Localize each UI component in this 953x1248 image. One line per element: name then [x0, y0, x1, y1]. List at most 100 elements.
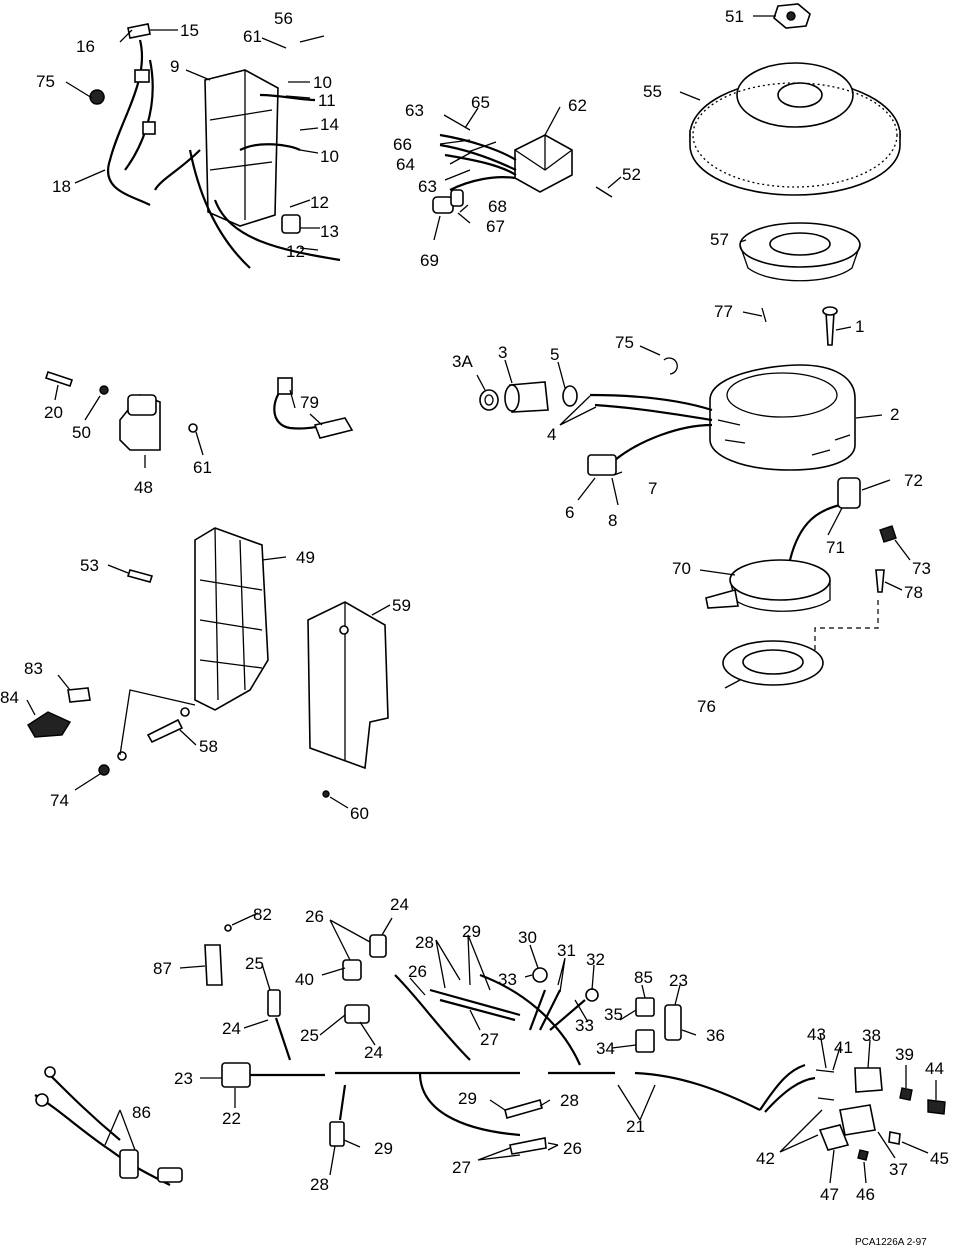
callout-63: 63	[405, 101, 424, 120]
callout-12b: 12	[286, 242, 305, 261]
callout-21: 21	[626, 1117, 645, 1136]
ground-wire-drawing	[34, 1066, 183, 1186]
callout-3: 3	[498, 343, 507, 362]
callout-35: 35	[604, 1005, 623, 1024]
callout-14: 14	[320, 115, 339, 134]
callout-48: 48	[134, 478, 153, 497]
callout-26c: 26	[563, 1139, 582, 1158]
callout-3a: 3A	[452, 352, 473, 371]
callout-38: 38	[862, 1026, 881, 1045]
callout-9: 9	[170, 57, 179, 76]
callout-75: 75	[36, 72, 55, 91]
callout-27: 27	[480, 1030, 499, 1049]
flywheel-drawing	[689, 62, 901, 196]
screw-drawing	[761, 306, 838, 346]
callout-15: 15	[180, 21, 199, 40]
callout-41: 41	[834, 1038, 853, 1057]
callout-2: 2	[890, 405, 899, 424]
callout-87: 87	[153, 959, 172, 978]
callout-50: 50	[72, 423, 91, 442]
callout-29b: 29	[458, 1089, 477, 1108]
callout-32: 32	[586, 950, 605, 969]
callout-66: 66	[393, 135, 412, 154]
callout-86: 86	[132, 1103, 151, 1122]
callout-4: 4	[547, 425, 556, 444]
callout-16: 16	[76, 37, 95, 56]
callout-83: 83	[24, 659, 43, 678]
callout-69: 69	[420, 251, 439, 270]
callout-64: 64	[396, 155, 415, 174]
callout-43: 43	[807, 1025, 826, 1044]
callout-68: 68	[488, 197, 507, 216]
ignition-coil-assembly-drawing	[89, 23, 341, 269]
callout-22: 22	[222, 1109, 241, 1128]
callout-7: 7	[648, 479, 657, 498]
callout-1: 1	[855, 317, 864, 336]
callout-34: 34	[596, 1039, 615, 1058]
stator-drawing	[587, 364, 856, 476]
callout-20: 20	[44, 403, 63, 422]
callout-79: 79	[300, 393, 319, 412]
small-hardware-drawing	[27, 687, 196, 776]
callout-58: 58	[199, 737, 218, 756]
callout-60: 60	[350, 804, 369, 823]
callout-40: 40	[295, 970, 314, 989]
callout-10b: 10	[320, 147, 339, 166]
callout-77: 77	[714, 302, 733, 321]
callout-24: 24	[390, 895, 409, 914]
callout-10: 10	[313, 73, 332, 92]
callout-53: 53	[80, 556, 99, 575]
callout-26: 26	[305, 907, 324, 926]
nut-drawing	[773, 3, 811, 29]
callout-29: 29	[462, 922, 481, 941]
callout-28b: 28	[560, 1091, 579, 1110]
figure-tag: PCA1226A 2-97	[855, 1237, 927, 1248]
callout-39: 39	[895, 1045, 914, 1064]
callout-13: 13	[320, 222, 339, 241]
callout-57: 57	[710, 230, 729, 249]
callout-18: 18	[52, 177, 71, 196]
callout-5: 5	[550, 345, 559, 364]
callout-46: 46	[856, 1185, 875, 1204]
callout-78: 78	[904, 583, 923, 602]
rectifier-drawing	[432, 133, 613, 214]
callout-47: 47	[820, 1185, 839, 1204]
callout-63b: 63	[418, 177, 437, 196]
callout-85: 85	[634, 968, 653, 987]
leader-lines	[26, 15, 937, 1184]
callout-61: 61	[243, 27, 262, 46]
callout-84: 84	[0, 688, 19, 707]
connector-housing-drawing	[479, 357, 678, 413]
callout-67: 67	[486, 217, 505, 236]
callout-72: 72	[904, 471, 923, 490]
bracket-drawing	[126, 527, 269, 711]
callouts: 15 16 56 61 75 9 10 11 14 10 18 12 13 12…	[0, 7, 949, 1248]
callout-51: 51	[725, 7, 744, 26]
callout-42: 42	[756, 1149, 775, 1168]
callout-82: 82	[253, 905, 272, 924]
callout-25b: 25	[300, 1026, 319, 1045]
callout-6: 6	[565, 503, 574, 522]
callout-52: 52	[622, 165, 641, 184]
callout-28c: 28	[310, 1175, 329, 1194]
callout-27b: 27	[452, 1158, 471, 1177]
cover-drawing	[307, 601, 389, 798]
callout-44: 44	[925, 1059, 944, 1078]
stator-plate-drawing	[739, 222, 861, 282]
callout-12: 12	[310, 193, 329, 212]
callout-71: 71	[826, 538, 845, 557]
callout-24c: 24	[364, 1043, 383, 1062]
callout-33: 33	[498, 970, 517, 989]
callout-65: 65	[471, 93, 490, 112]
callout-76: 76	[697, 697, 716, 716]
callout-36: 36	[706, 1026, 725, 1045]
callout-75b: 75	[615, 333, 634, 352]
callout-45: 45	[930, 1149, 949, 1168]
callout-31: 31	[557, 941, 576, 960]
callout-74: 74	[50, 791, 69, 810]
callout-70: 70	[672, 559, 691, 578]
callout-73: 73	[912, 559, 931, 578]
callout-8: 8	[608, 511, 617, 530]
callout-56: 56	[274, 9, 293, 28]
